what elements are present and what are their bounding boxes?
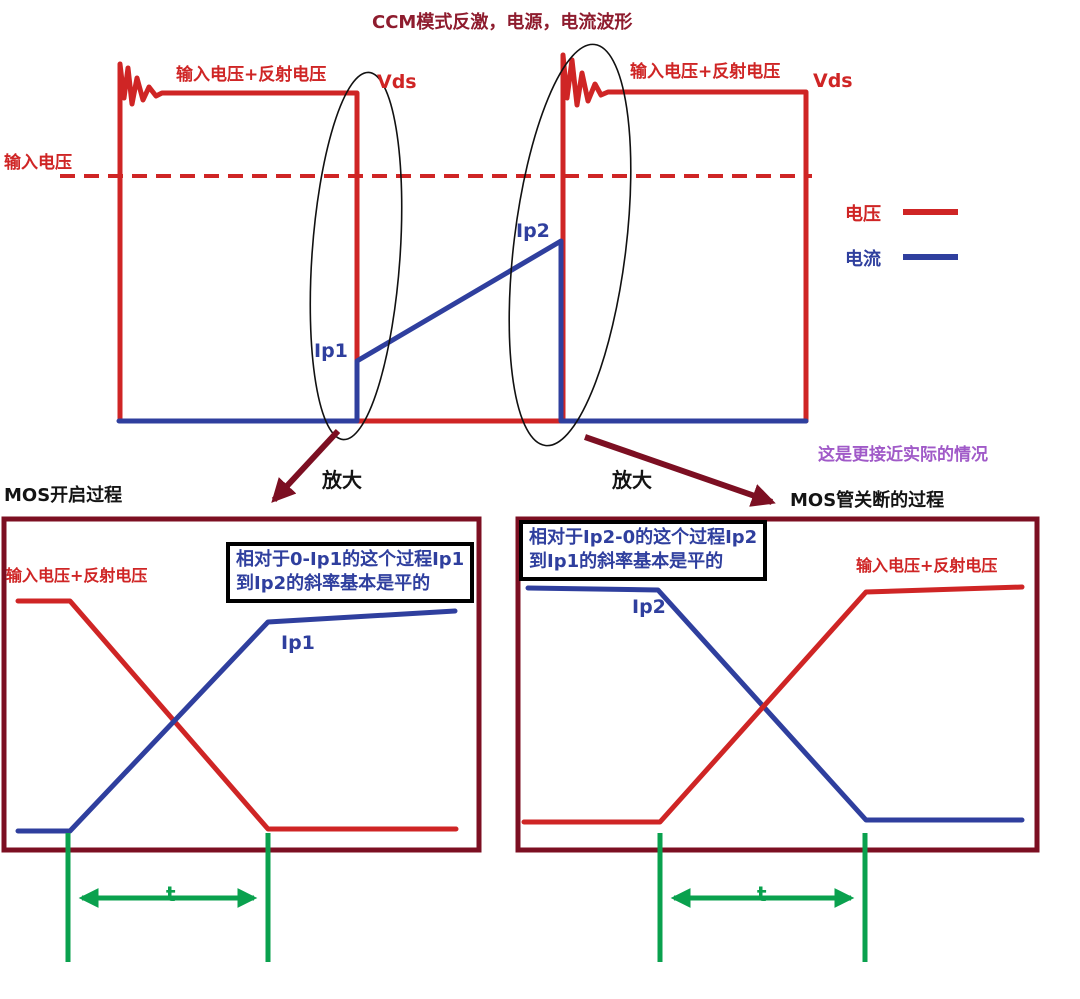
- right-callout-line2: 到Ip1的斜率基本是平的: [529, 551, 724, 573]
- left-callout-line1: 相对于0-Ip1的这个过程Ip1: [236, 549, 465, 570]
- zoom-arrow-left: [271, 428, 341, 503]
- zoom-label-left: 放大: [322, 468, 362, 492]
- left-panel-border: [1, 516, 482, 853]
- left-panel-voltage-waveform: [15, 598, 459, 832]
- input-voltage-label: 输入电压: [4, 153, 72, 173]
- diagram-title: CCM模式反激，电源，电流波形: [372, 12, 633, 33]
- vds-label-left: Vds: [377, 71, 417, 93]
- reflected-voltage-label-right: 输入电压+反射电压: [630, 62, 781, 82]
- zoom-ellipse-left: [309, 71, 403, 441]
- right-panel-current-waveform: [525, 585, 1025, 823]
- left-panel-heading: MOS开启过程: [4, 485, 123, 506]
- legend-current-label: 电流: [845, 249, 881, 270]
- left-callout-line2: 到Ip2的斜率基本是平的: [236, 573, 431, 595]
- right-panel-callout: 相对于Ip2-0的这个过程Ip2 到Ip1的斜率基本是平的: [519, 520, 768, 581]
- right-panel-voltage-waveform: [521, 584, 1025, 825]
- right-callout-line1: 相对于Ip2-0的这个过程Ip2: [529, 527, 758, 548]
- zoom-label-right: 放大: [612, 468, 652, 492]
- vds-label-right: Vds: [813, 70, 853, 92]
- legend-voltage-label: 电压: [845, 204, 881, 225]
- left-panel-voltage-label: 输入电压+反射电压: [6, 566, 148, 585]
- right-panel-voltage-label: 输入电压+反射电压: [856, 556, 998, 575]
- ip2-label: Ip2: [516, 220, 550, 242]
- left-panel-current-waveform: [15, 608, 458, 834]
- left-panel-callout: 相对于0-Ip1的这个过程Ip1 到Ip2的斜率基本是平的: [226, 542, 475, 603]
- reflected-voltage-label-left: 输入电压+反射电压: [176, 65, 327, 85]
- zoom-arrow-right: [584, 434, 776, 507]
- vds-waveform: [117, 52, 809, 424]
- realistic-note: 这是更接近实际的情况: [818, 445, 988, 465]
- time-label-right: t: [757, 882, 767, 906]
- time-label-left: t: [166, 882, 176, 906]
- right-panel-heading: MOS管关断的过程: [790, 490, 945, 511]
- left-panel-ip1-label: Ip1: [281, 632, 315, 654]
- right-panel-border: [515, 516, 1040, 853]
- zoom-ellipse-right: [508, 43, 632, 447]
- right-panel-ip2-label: Ip2: [632, 596, 666, 618]
- current-waveform: [116, 238, 809, 424]
- ip1-label: Ip1: [314, 340, 348, 362]
